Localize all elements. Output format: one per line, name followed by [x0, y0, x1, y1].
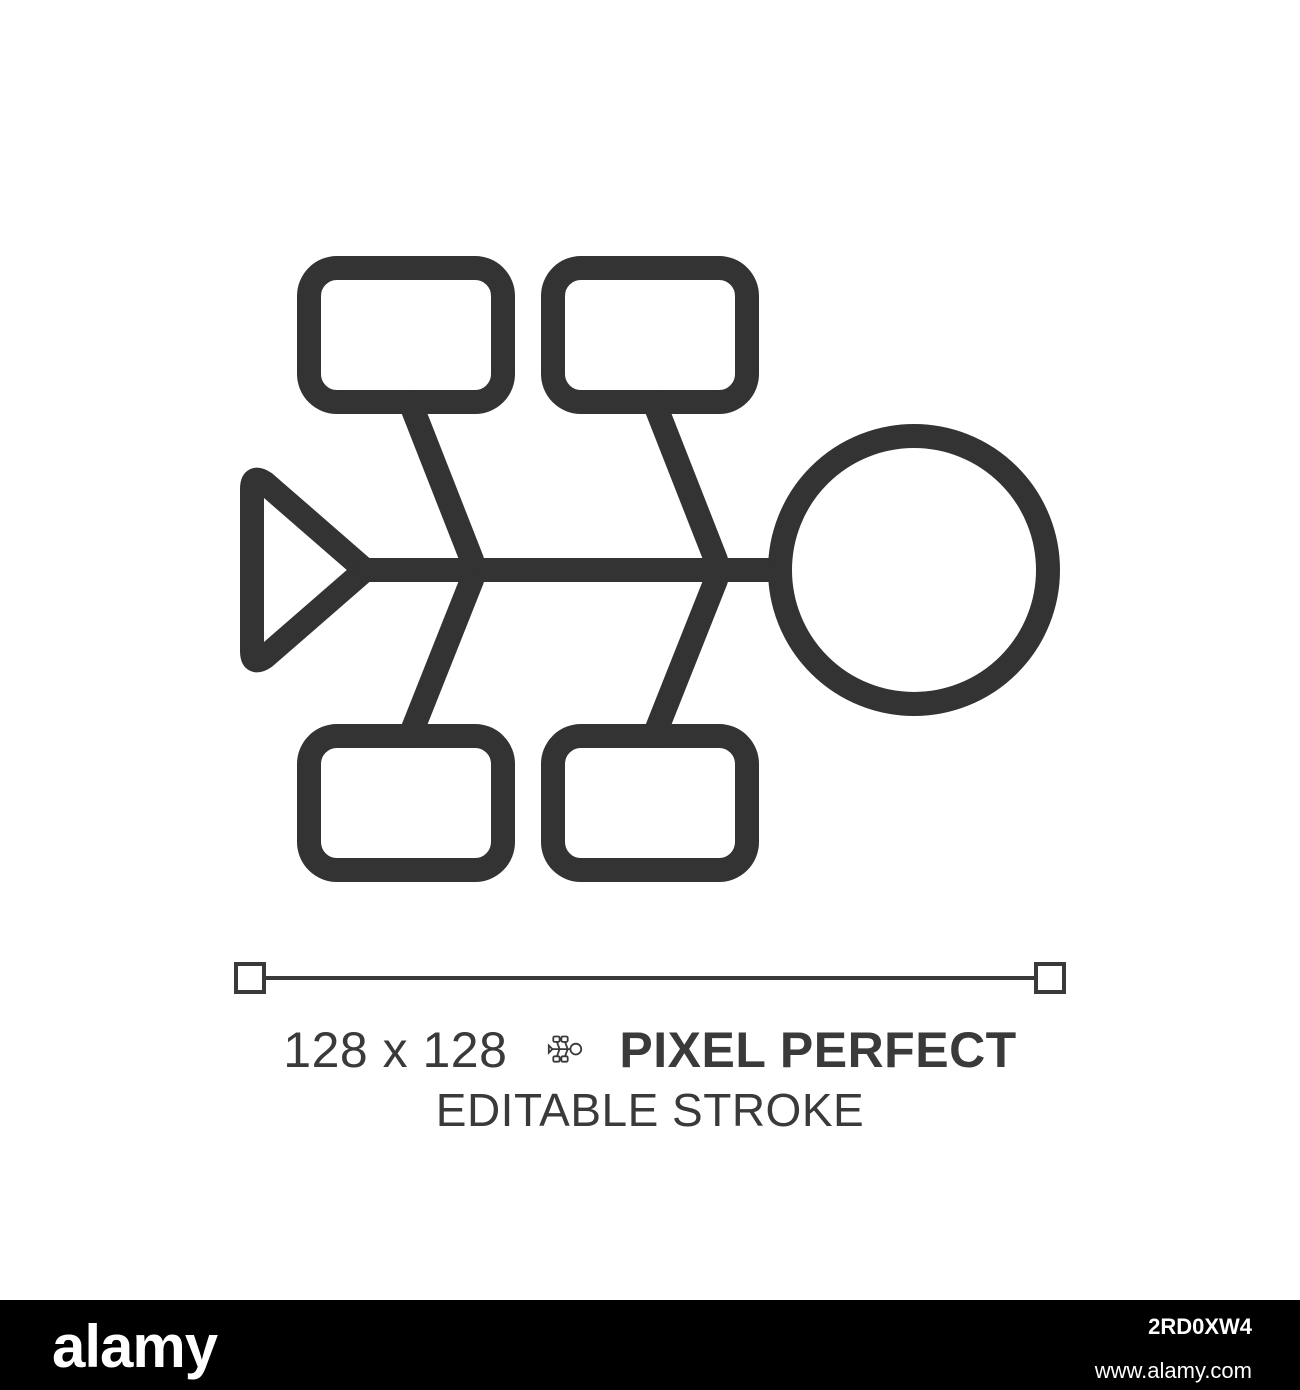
- ruler-right-handle: [1034, 962, 1066, 994]
- head-circle: [768, 424, 1060, 716]
- editable-stroke-text: EDITABLE STROKE: [435, 1084, 865, 1136]
- bone-bottom-right: [642, 568, 728, 748]
- alamy-logo: alamy: [52, 1313, 218, 1380]
- pixel-perfect-text: PIXEL PERFECT: [619, 1022, 1017, 1078]
- watermark-footer: alamy 2RD0XW4 www.alamy.com: [0, 1300, 1300, 1390]
- fishbone-diagram-icon: [240, 256, 1060, 882]
- size-text: 128 x 128: [283, 1022, 508, 1078]
- caption-row: 128 x 128 PIXEL PERFECT: [0, 1015, 1300, 1085]
- bone-bottom-left: [398, 568, 484, 748]
- mini-fishbone-icon: [548, 1035, 583, 1063]
- icon-canvas: [234, 256, 1066, 994]
- bone-top-left: [398, 390, 484, 572]
- site-url: www.alamy.com: [1094, 1358, 1252, 1383]
- image-id: 2RD0XW4: [1148, 1314, 1252, 1339]
- footer-info: 2RD0XW4 www.alamy.com: [1095, 1314, 1252, 1384]
- size-ruler: [234, 962, 1066, 994]
- tail-triangle: [240, 467, 377, 673]
- bone-top-right: [642, 390, 728, 572]
- ruler-left-handle: [234, 962, 266, 994]
